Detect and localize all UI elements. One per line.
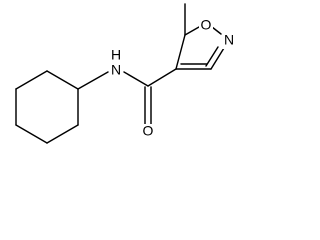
bond-carbonyl-to-isoxazole bbox=[147, 68, 177, 87]
atom-label-group: N H O O N bbox=[109, 17, 236, 140]
bond-ring-to-nh bbox=[77, 71, 109, 90]
chemical-structure: N H O O N bbox=[15, 3, 236, 144]
ring-nitrogen-label: N bbox=[224, 32, 234, 48]
bond-c3-n-a bbox=[210, 47, 225, 70]
bond-n-o bbox=[211, 26, 222, 35]
carbonyl-oxygen-label: O bbox=[143, 123, 154, 139]
bond-cyclohexyl-4 bbox=[15, 124, 48, 144]
bond-c3-n-b bbox=[205, 46, 219, 67]
ring-oxygen-label-bg bbox=[199, 18, 213, 34]
amide-linkage bbox=[77, 68, 177, 125]
ring-oxygen-label: O bbox=[201, 17, 212, 33]
bond-c4-c5 bbox=[175, 34, 186, 70]
amide-nitrogen-label: N bbox=[111, 62, 121, 78]
bond-cyclohexyl-3 bbox=[46, 124, 79, 144]
bond-cyclohexyl-1 bbox=[46, 70, 79, 90]
bond-nh-to-carbonyl bbox=[123, 71, 149, 87]
ring-nitrogen-label-bg bbox=[222, 34, 236, 49]
bond-o-c5 bbox=[184, 26, 200, 36]
carbonyl-oxygen-label-bg bbox=[141, 124, 155, 140]
amide-hydrogen-label: H bbox=[111, 47, 121, 63]
isoxazole-ring bbox=[175, 3, 225, 70]
amide-nitrogen-label-bg bbox=[109, 63, 123, 78]
amide-hydrogen-label-bg bbox=[110, 49, 122, 63]
cyclohexyl-ring bbox=[15, 70, 79, 144]
bond-cyclohexyl-6 bbox=[15, 70, 48, 90]
molecule-canvas: N H O O N bbox=[0, 0, 248, 154]
